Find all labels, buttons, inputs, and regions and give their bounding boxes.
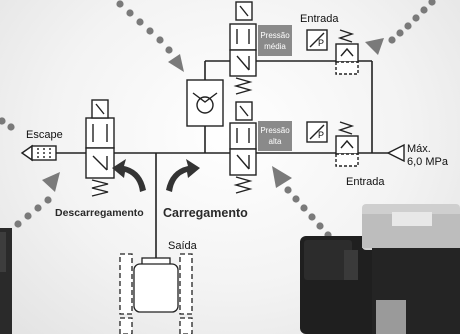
badge-high-pressure-line2: alta	[269, 137, 282, 146]
check-valve	[186, 79, 224, 127]
unloading-solenoid-valve	[85, 99, 115, 197]
valve-product-photo-left	[0, 228, 12, 334]
max-inlet-arrow-icon	[386, 143, 405, 163]
badge-medium-pressure	[258, 25, 292, 56]
dotted-arrow-bottom-left	[4, 172, 60, 236]
pressure-switch-product-photo	[300, 204, 460, 334]
dotted-arrow-top-right	[365, 0, 436, 55]
label-max-line2: 6,0 MPa	[407, 156, 449, 168]
inlet-regulator-upper	[335, 29, 359, 75]
label-max-line1: Máx.	[407, 143, 431, 155]
badge-medium-pressure-line2: média	[264, 42, 286, 51]
badge-medium-pressure-line1: Pressão	[260, 31, 290, 40]
pressure-switch-lower-icon: P	[306, 121, 328, 143]
label-saida: Saída	[168, 240, 198, 252]
svg-text:P: P	[318, 130, 324, 140]
label-entrada-bottom: Entrada	[346, 176, 385, 188]
exhaust-silencer	[20, 144, 57, 162]
label-entrada-top: Entrada	[300, 13, 339, 25]
dotted-arrow-left	[0, 117, 15, 131]
inlet-regulator-lower	[335, 121, 359, 167]
pressure-switch-upper-icon: P	[306, 29, 328, 51]
loading-flow-arrow-icon	[166, 159, 200, 192]
dotted-arrow-bottom-right	[272, 166, 340, 248]
label-descarregamento: Descarregamento	[55, 207, 144, 219]
label-escape: Escape	[26, 129, 63, 141]
badge-high-pressure	[258, 121, 292, 151]
svg-text:P: P	[318, 38, 324, 48]
medium-pressure-solenoid-valve	[229, 1, 257, 95]
high-pressure-solenoid-valve	[229, 101, 257, 194]
unloading-flow-arrow-icon	[112, 159, 146, 192]
dotted-arrow-top-left	[116, 0, 184, 72]
output-tank-vehicle	[119, 253, 193, 334]
label-carregamento: Carregamento	[163, 206, 248, 220]
badge-high-pressure-line1: Pressão	[260, 126, 290, 135]
